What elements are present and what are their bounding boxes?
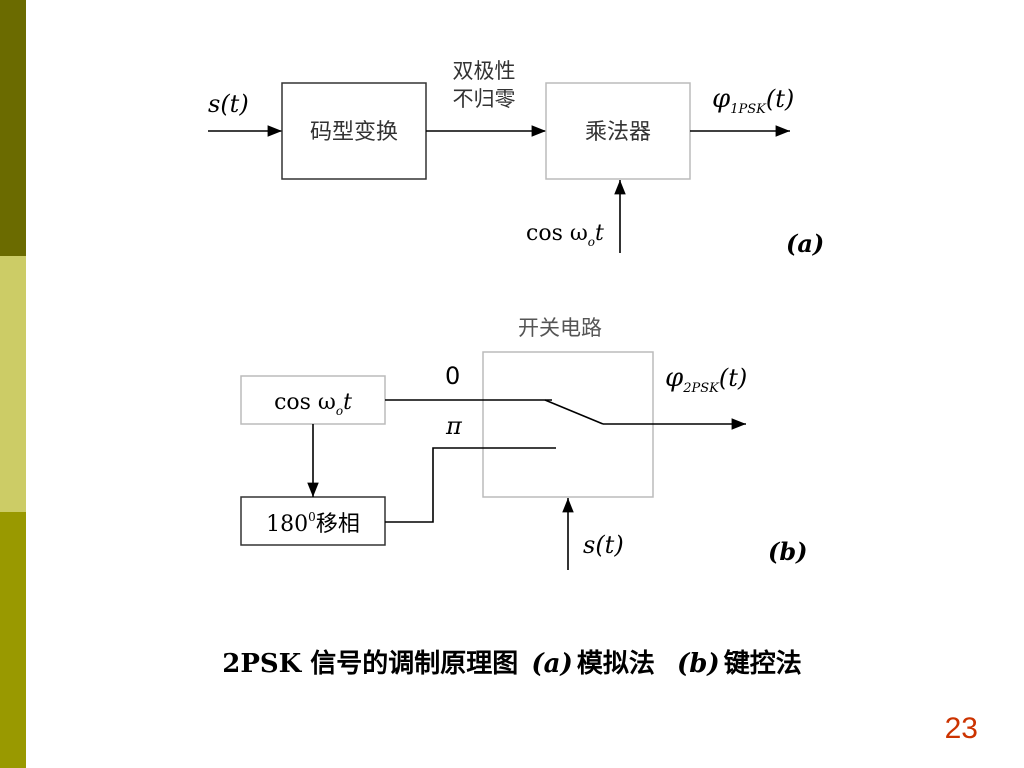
a-panel-label: (a) xyxy=(786,229,824,258)
a-multiplier-block xyxy=(545,82,691,180)
caption-b-text: 键控法 xyxy=(723,649,802,679)
b-carrier-label: cos ωot xyxy=(274,390,352,418)
page-number: 23 xyxy=(944,712,978,745)
caption-b-mark: (b) xyxy=(676,649,720,679)
caption-prefix: 2PSK 信号的调制原理图 xyxy=(222,649,519,679)
a-input-label: s(t) xyxy=(208,90,249,118)
figure-caption: 2PSK 信号的调制原理图 (a)模拟法 (b)键控法 xyxy=(0,643,1024,680)
accent-band-top xyxy=(0,0,26,256)
caption-a-text: 模拟法 xyxy=(576,649,655,679)
a-code-conversion-block xyxy=(281,82,427,180)
a-output-label: φ1PSK(t) xyxy=(712,84,794,117)
b-control-label: s(t) xyxy=(583,531,624,559)
b-switch-title: 开关电路 xyxy=(518,316,602,340)
diagram-b: 开关电路 cos ωot 1800移相 0 π φ2PSK(t) s(t) (b… xyxy=(240,316,808,570)
b-input-pi-label: π xyxy=(445,412,463,440)
b-phase-shift-block xyxy=(240,496,386,546)
a-carrier-label: cos ωot xyxy=(526,221,604,249)
accent-band-middle xyxy=(0,256,26,512)
b-output-label: φ2PSK(t) xyxy=(665,363,747,396)
a-mid-label-line2: 不归零 xyxy=(453,87,516,111)
a-code-conversion-label: 码型变换 xyxy=(310,120,398,145)
b-carrier-block xyxy=(240,375,386,425)
b-switch-blade xyxy=(544,399,604,425)
a-mid-label-line1: 双极性 xyxy=(453,59,516,83)
b-input-0-label: 0 xyxy=(445,362,460,390)
b-panel-label: (b) xyxy=(768,537,808,566)
diagram-a: s(t) 码型变换 双极性 不归零 乘法器 φ1PSK(t) cos ωot (… xyxy=(208,59,824,258)
b-phase-shift-label: 1800移相 xyxy=(266,510,360,537)
a-multiplier-label: 乘法器 xyxy=(585,120,651,145)
accent-band-bottom xyxy=(0,512,26,768)
b-input-pi-line xyxy=(385,447,556,523)
caption-a-mark: (a) xyxy=(531,649,573,679)
